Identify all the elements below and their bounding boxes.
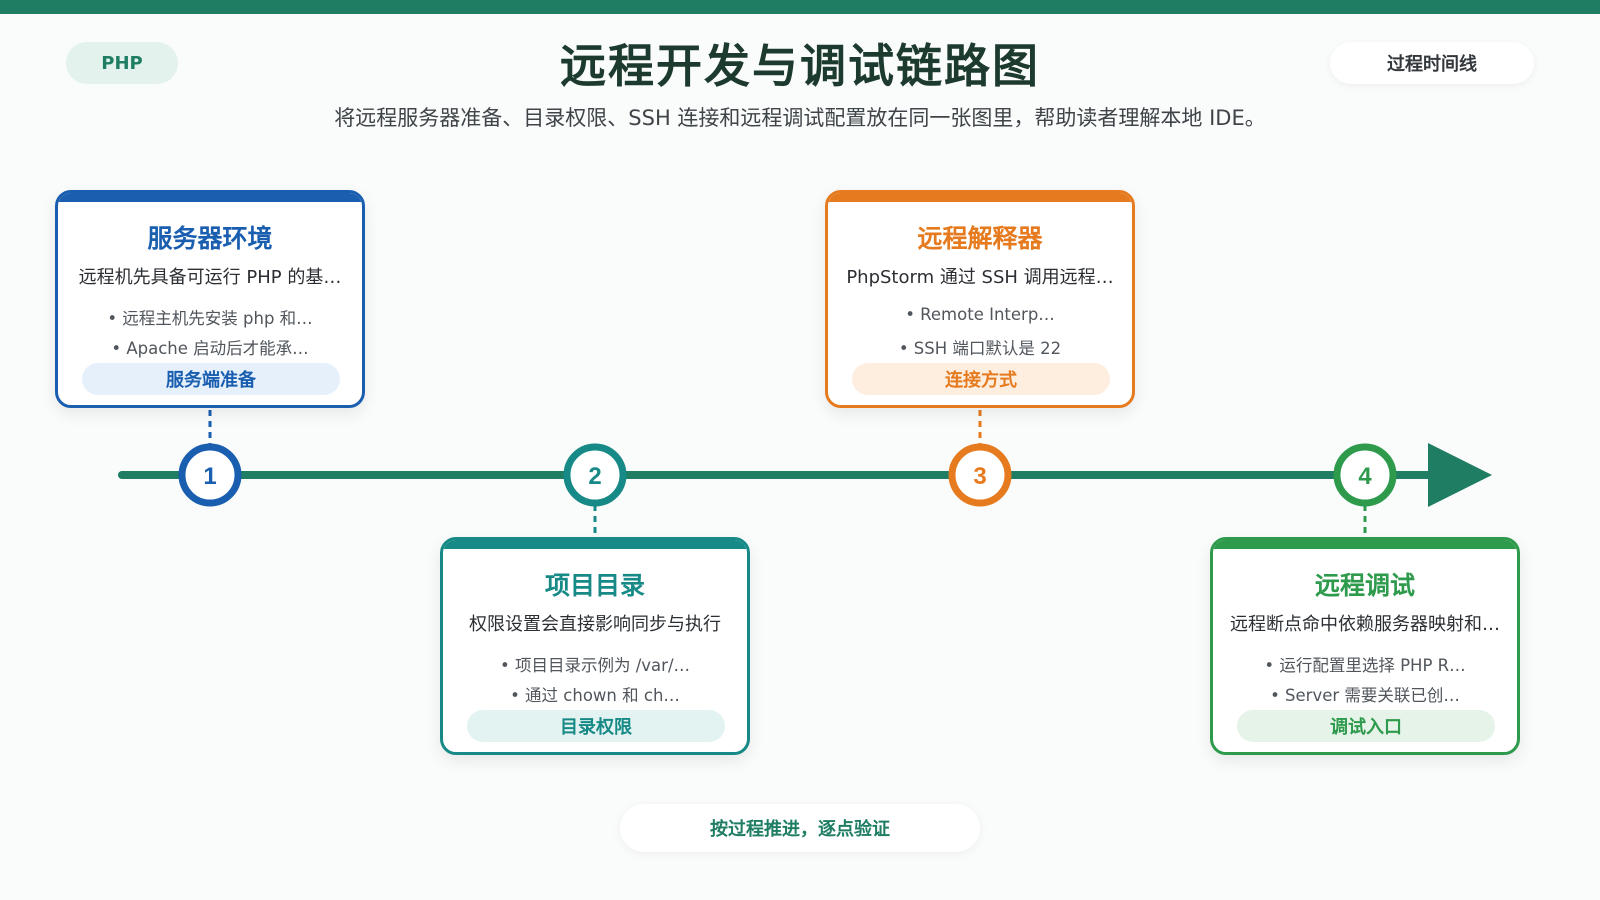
step-card-remote-interpreter: 远程解释器 PhpStorm 通过 SSH 调用远程… • Remote Int…: [825, 190, 1135, 408]
card-bullet: • 运行配置里选择 PHP R…: [1264, 656, 1466, 675]
step-node-1: 1: [178, 443, 242, 507]
step-number-2: 2: [588, 463, 601, 490]
card-title: 远程解释器: [917, 224, 1043, 253]
page-title: 远程开发与调试链路图: [560, 39, 1040, 93]
card-bullet: • 通过 chown 和 ch…: [510, 686, 680, 705]
step-number-1: 1: [203, 463, 216, 490]
card-bullet: • Server 需要关联已创…: [1270, 686, 1460, 705]
card-tag: 目录权限: [467, 710, 725, 742]
card-title: 远程调试: [1314, 571, 1415, 600]
card-title: 服务器环境: [147, 224, 273, 253]
card-tag: 连接方式: [852, 363, 1110, 395]
card-accent-bar: [1213, 540, 1517, 549]
card-description: 远程机先具备可运行 PHP 的基…: [78, 267, 342, 288]
card-title: 项目目录: [544, 571, 645, 600]
step-number-3: 3: [973, 463, 986, 490]
top-accent-bar: [0, 0, 1600, 14]
card-bullet: • 项目目录示例为 /var/…: [500, 656, 690, 675]
step-number-4: 4: [1358, 463, 1372, 490]
card-description: 权限设置会直接影响同步与执行: [469, 614, 721, 635]
card-accent-bar: [828, 193, 1132, 202]
card-bullet: • Apache 启动后才能承…: [111, 339, 309, 358]
card-description: PhpStorm 通过 SSH 调用远程…: [846, 267, 1114, 288]
category-tag: PHP: [66, 42, 178, 84]
card-accent-bar: [58, 193, 362, 202]
page-subtitle: 将远程服务器准备、目录权限、SSH 连接和远程调试配置放在同一张图里，帮助读者理…: [334, 106, 1266, 130]
step-node-2: 2: [563, 443, 627, 507]
timeline-badge: 过程时间线: [1330, 42, 1534, 84]
card-accent-bar: [443, 540, 747, 549]
card-tag: 服务端准备: [82, 363, 340, 395]
step-node-4: 4: [1333, 443, 1397, 507]
card-description: 远程断点命中依赖服务器映射和…: [1230, 614, 1500, 635]
footer-note: 按过程推进，逐点验证: [620, 804, 980, 852]
card-bullet: • Remote Interp…: [905, 305, 1055, 324]
step-card-project-dir: 项目目录 权限设置会直接影响同步与执行 • 项目目录示例为 /var/… • 通…: [440, 537, 750, 755]
step-node-3: 3: [948, 443, 1012, 507]
card-bullet: • SSH 端口默认是 22: [898, 339, 1062, 358]
card-bullet: • 远程主机先安装 php 和…: [107, 309, 313, 328]
step-card-remote-debug: 远程调试 远程断点命中依赖服务器映射和… • 运行配置里选择 PHP R… • …: [1210, 537, 1520, 755]
card-tag: 调试入口: [1237, 710, 1495, 742]
step-card-server-env: 服务器环境 远程机先具备可运行 PHP 的基… • 远程主机先安装 php 和……: [55, 190, 365, 408]
timeline-arrow-head: [1428, 443, 1492, 507]
